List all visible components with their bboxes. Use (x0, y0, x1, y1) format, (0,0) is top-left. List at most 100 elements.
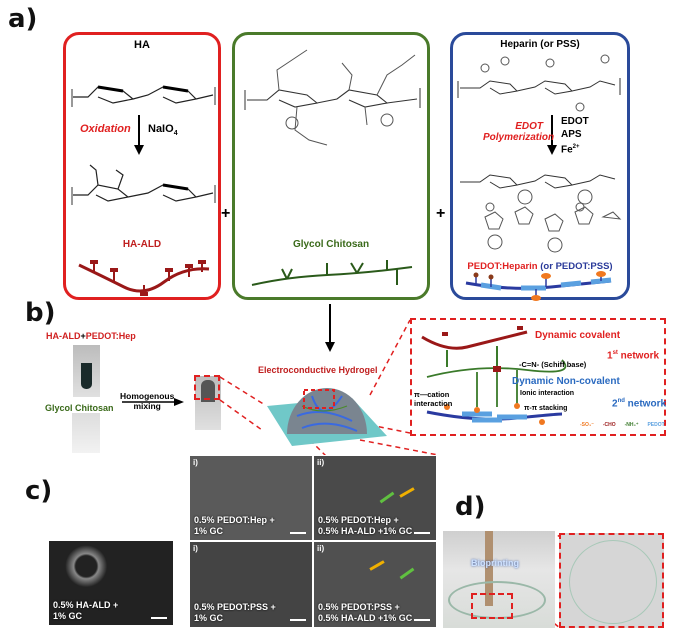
arrow-green-icon (399, 567, 415, 580)
panel-label-d: d) (455, 492, 486, 522)
caption-line-2: 0.5% HA-ALD +1% GC (318, 526, 413, 536)
network-legend: -SO₃⁻ -CHO -NH₃⁺ PEDOT (580, 422, 665, 428)
scale-bar (290, 532, 306, 534)
scale-bar (414, 532, 430, 534)
glycol-chitosan-structure (244, 49, 421, 146)
sem-index: ii) (317, 458, 325, 467)
arrow-right-icon (122, 398, 184, 406)
bioprinting-photo: Bioprinting (443, 531, 555, 628)
first-num: 1 (607, 350, 613, 362)
arrow-green-icon (379, 491, 395, 504)
sem-index: i) (193, 544, 198, 553)
zoom-box (471, 593, 513, 619)
pi-stacking-label: π-π stacking (524, 405, 568, 412)
b-reagents-label: HA-ALD+PEDOT:Hep (46, 331, 136, 341)
sem-image-1: i)0.5% PEDOT:Hep +1% GC (189, 455, 313, 541)
pedot-heparin-label: PEDOT:Heparin (or PEDOT:PSS) (453, 261, 627, 272)
schiff-base-label: -C=N- (Schiff base) (519, 360, 587, 369)
scale-bar (414, 619, 430, 621)
second-sup: nd (617, 398, 625, 404)
reaction-line-1: EDOT (515, 121, 543, 132)
reagent-subscript: 4 (173, 130, 178, 138)
caption-line-1: 0.5% PEDOT:Hep + (318, 515, 399, 525)
panel-label-c: c) (25, 476, 53, 506)
reagent-text: NaIO (148, 123, 174, 135)
sem-caption: 0.5% PEDOT:PSS +0.5% HA-ALD +1% GC (318, 602, 412, 624)
glycol-chitosan-text: Glycol Chitosan (45, 403, 114, 413)
panel-label-b: b) (25, 298, 56, 328)
hydrogel-dome-icon (267, 388, 387, 446)
ionic-interaction-label: Ionic interaction (520, 390, 575, 397)
arrow-yellow-icon (369, 560, 385, 571)
plus-sign: + (221, 205, 231, 222)
panel-label-a: a) (8, 4, 38, 34)
legend-pedot: PEDOT (647, 422, 665, 428)
heparin-title: Heparin (or PSS) (500, 39, 580, 50)
pedot-heparin-text: PEDOT:Heparin (467, 261, 538, 272)
arrow-down-icon (325, 304, 335, 352)
second-network-label: 2nd network (612, 398, 666, 409)
reagent-fe-text: Fe (561, 144, 573, 156)
reagent-fe: Fe2+ (561, 141, 589, 156)
sem-index: ii) (317, 544, 325, 553)
plus-sign-2: + (436, 205, 446, 222)
reagents-list: EDOT APS Fe2+ (561, 115, 589, 156)
legend-aldehyde: -CHO (602, 422, 616, 428)
glycol-chitosan-label: Glycol Chitosan (292, 239, 370, 250)
petri-dish (569, 540, 657, 624)
sem-caption: 0.5% PEDOT:PSS +1% GC (194, 602, 276, 624)
vial-photo-clear (72, 413, 100, 453)
second-rest: network (624, 398, 667, 410)
printed-pattern-photo (559, 533, 664, 628)
second-num: 2 (612, 398, 618, 410)
mixing-line-1: Homogenous (120, 391, 175, 401)
first-rest: network (617, 350, 660, 362)
sem-image-2: ii) 0.5% PEDOT:Hep +0.5% HA-ALD +1% GC (313, 455, 437, 541)
reaction-line-2: Polymerization (483, 132, 555, 143)
dynamic-noncovalent-label: Dynamic Non-covalent (512, 376, 620, 387)
arrow-yellow-icon (399, 487, 415, 498)
ha-structure (71, 85, 216, 107)
network-illustration (421, 326, 567, 425)
vial-photo-mixed (195, 376, 221, 430)
hydrogel-label: Electroconductive Hydrogel (258, 365, 378, 375)
sem-caption: 0.5% PEDOT:Hep +0.5% HA-ALD +1% GC (318, 515, 412, 537)
pedot-heparin-structure (460, 174, 622, 253)
sem-image-4: ii) 0.5% PEDOT:PSS +0.5% HA-ALD +1% GC (313, 541, 437, 628)
legend-sulfonate: -SO₃⁻ (580, 422, 594, 428)
sem-image-3: i) 0.5% PEDOT:PSS +1% GC (189, 541, 313, 628)
ha-box: HA Oxidation NaIO4 HA-ALD (63, 32, 221, 300)
heparin-structure (457, 54, 621, 112)
caption-line-1: 0.5% PEDOT:PSS + (194, 602, 276, 612)
arrow-down-icon (134, 115, 144, 155)
ha-ald-structure (71, 164, 216, 205)
dynamic-covalent-label: Dynamic covalent (535, 330, 621, 341)
plus-text: + (80, 331, 86, 341)
sem-caption: 0.5% HA-ALD + 1% GC (53, 600, 119, 621)
vial-photo-dark (73, 345, 100, 397)
ha-title: HA (134, 39, 150, 51)
pedot-chain-icon (465, 271, 612, 301)
bioprinting-label: Bioprinting (471, 558, 519, 568)
first-sup: st (612, 350, 618, 356)
caption-line-2: 1% GC (194, 526, 224, 536)
scale-bar (151, 617, 167, 619)
reagent-edot: EDOT (561, 116, 589, 127)
pedot-hep-text: PEDOT:Hep (85, 331, 136, 341)
network-detail-box: Dynamic covalent -C=N- (Schiff base) 1st… (410, 318, 666, 436)
mixing-line-2: mixing (133, 401, 161, 411)
pi-cation-line-1: π—cation (414, 390, 450, 399)
ha-ald-chain-icon (78, 260, 210, 296)
caption-line-2: 0.5% HA-ALD +1% GC (318, 613, 413, 623)
glycol-chitosan-box: Glycol Chitosan (232, 32, 430, 300)
nozzle (485, 531, 493, 606)
scale-bar (290, 619, 306, 621)
sem-image-ha-ald: 0.5% HA-ALD + 1% GC (48, 540, 174, 626)
naio4-label: NaIO4 (148, 123, 178, 137)
first-network-label: 1st network (607, 350, 659, 361)
caption-line-1: 0.5% PEDOT:Hep + (194, 515, 275, 525)
caption-line-1: 0.5% PEDOT:PSS + (318, 602, 400, 612)
